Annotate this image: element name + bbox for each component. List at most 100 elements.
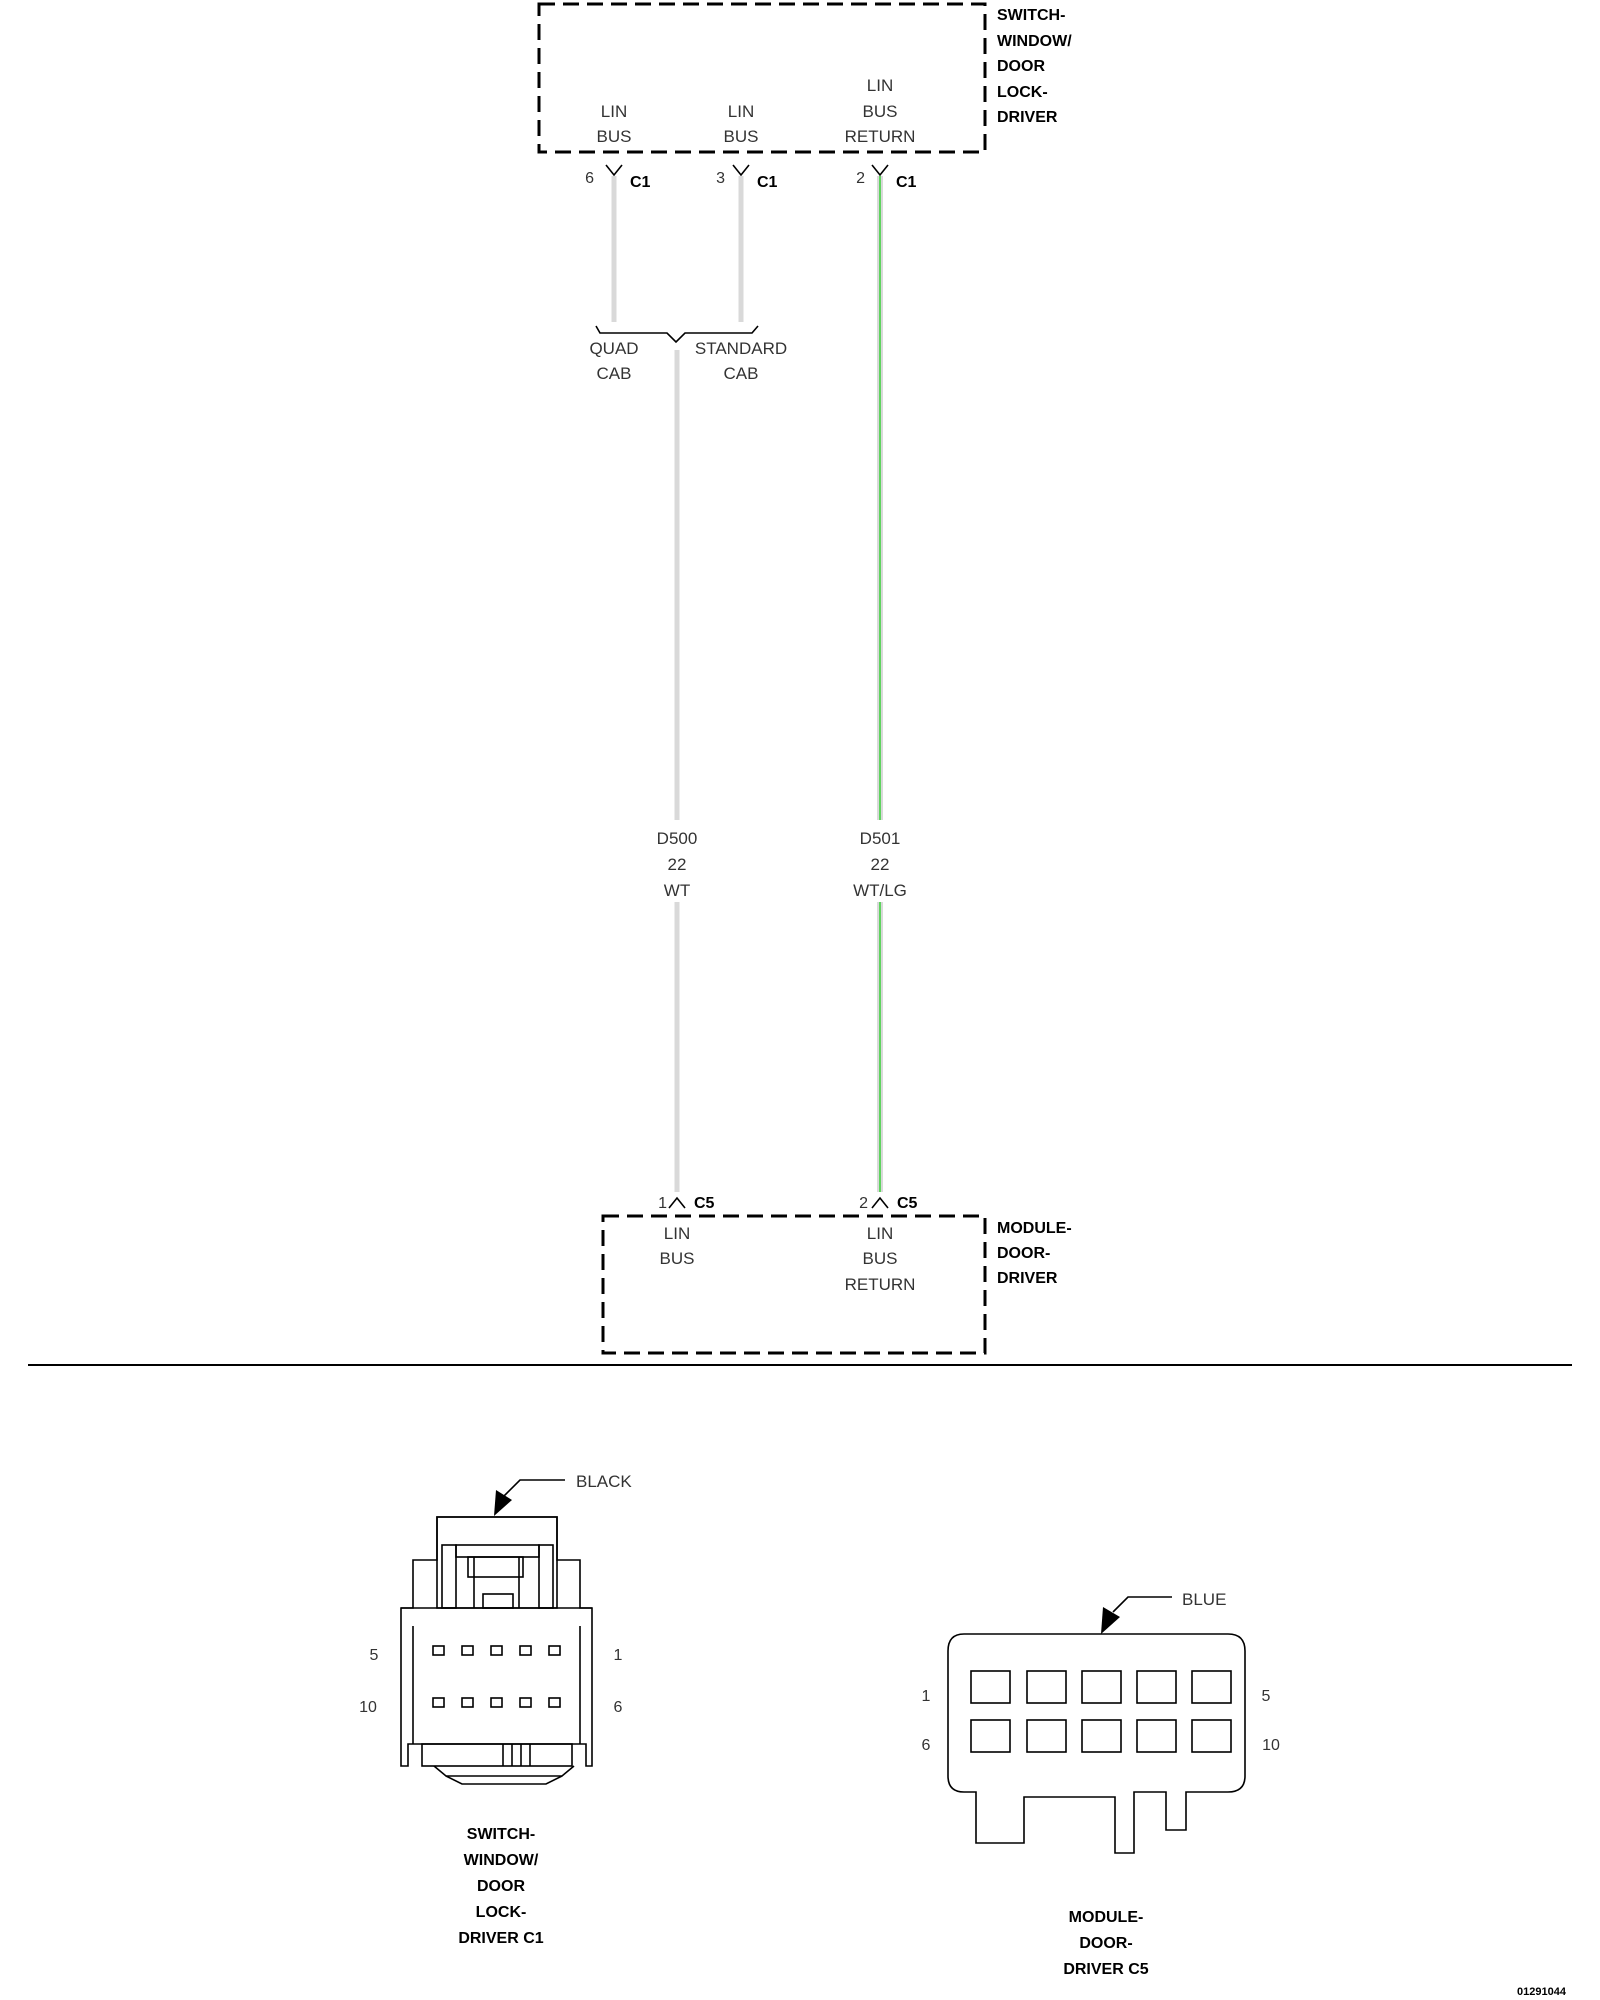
module-component: 1 C5 2 C5 LIN BUS LIN BUS RETURN MODULE-… xyxy=(601,1195,1072,1355)
wire-d500-circuit: D500 xyxy=(657,829,698,848)
module-pin-2-number: 2 xyxy=(859,1195,868,1212)
module-c5-label-top-right: 5 xyxy=(1262,1688,1271,1705)
option-standard-line-2: CAB xyxy=(724,364,759,383)
connector-latch-tab xyxy=(467,1556,524,1578)
switch-c1-pin-8 xyxy=(490,1697,503,1708)
module-pin-1-connector: C5 xyxy=(694,1195,715,1212)
figure-id: 01291044 xyxy=(1517,1986,1567,1998)
switch-c1-title-line-2: WINDOW/ xyxy=(464,1852,539,1869)
color-callout-leader-2 xyxy=(1112,1596,1172,1613)
connector-body-outline-2 xyxy=(947,1633,1246,1854)
color-callout-arrow xyxy=(494,1490,512,1516)
module-name-line-3: DRIVER xyxy=(997,1270,1058,1287)
switch-c1-pin-1 xyxy=(548,1645,561,1656)
module-pin-2-label-line-3: RETURN xyxy=(845,1275,916,1294)
switch-c1-label-bottom-right: 6 xyxy=(614,1699,623,1716)
switch-c1-title-line-5: DRIVER C1 xyxy=(458,1930,543,1947)
connector-color-label-2: BLUE xyxy=(1182,1590,1226,1609)
module-pin-2-connector: C5 xyxy=(897,1195,918,1212)
wire-d500-color: WT xyxy=(664,881,690,900)
switch-pin-3-terminal xyxy=(871,164,889,177)
connector-body-outline xyxy=(400,1516,593,1767)
switch-pin-2-terminal xyxy=(732,164,750,177)
connector-bottom-ridge-inner xyxy=(445,1775,563,1785)
switch-c1-title-line-4: LOCK- xyxy=(476,1904,527,1921)
wire-d501-circuit: D501 xyxy=(860,829,901,848)
switch-c1-pin-2 xyxy=(519,1645,532,1656)
color-callout-arrow-2 xyxy=(1101,1607,1120,1634)
module-c5-pin-5 xyxy=(1191,1670,1232,1704)
module-pin-2-label-line-1: LIN xyxy=(867,1224,893,1243)
connector-bottom-strip xyxy=(421,1743,573,1767)
module-pin-1-label-line-2: BUS xyxy=(660,1249,695,1268)
module-pin-2-terminal xyxy=(871,1196,889,1209)
switch-pin-3-label-line-3: RETURN xyxy=(845,127,916,146)
module-c5-pin-10 xyxy=(1191,1719,1232,1753)
switch-name-line-4: LOCK- xyxy=(997,84,1048,101)
option-standard-line-1: STANDARD xyxy=(695,339,787,358)
switch-name-line-1: SWITCH- xyxy=(997,7,1065,24)
switch-c1-pin-5 xyxy=(432,1645,445,1656)
switch-pin-2-connector: C1 xyxy=(757,174,778,191)
switch-c1-pin-4 xyxy=(461,1645,474,1656)
module-name-line-2: DOOR- xyxy=(997,1245,1050,1262)
option-quad-line-1: QUAD xyxy=(589,339,638,358)
module-pin-2-label-line-2: BUS xyxy=(863,1249,898,1268)
switch-name-line-5: DRIVER xyxy=(997,109,1058,126)
switch-pin-3-connector: C1 xyxy=(896,174,917,191)
module-c5-pin-8 xyxy=(1081,1719,1122,1753)
connector-bottom-ridge xyxy=(433,1765,575,1777)
wire-d501-color: WT/LG xyxy=(853,881,907,900)
switch-pin-2-number: 3 xyxy=(716,170,725,187)
switch-pin-1-label-line-1: LIN xyxy=(601,102,627,121)
switch-c1-pin-6 xyxy=(548,1697,561,1708)
module-c5-pin-4 xyxy=(1136,1670,1177,1704)
module-c5-pin-6 xyxy=(970,1719,1011,1753)
switch-pin-1-number: 6 xyxy=(585,170,594,187)
module-c5-title-line-2: DOOR- xyxy=(1079,1935,1132,1952)
connector-latch-left-post xyxy=(441,1544,457,1609)
switch-pin-3-label-line-1: LIN xyxy=(867,76,893,95)
module-c5-pin-1 xyxy=(970,1670,1011,1704)
color-callout-leader xyxy=(502,1479,565,1498)
switch-c1-title-line-3: DOOR xyxy=(477,1878,525,1895)
connector-color-label: BLACK xyxy=(576,1472,632,1491)
switch-pin-1-label-line-2: BUS xyxy=(597,127,632,146)
switch-component-outline xyxy=(537,2,987,154)
module-pin-1-number: 1 xyxy=(658,1195,667,1212)
module-c5-pin-3 xyxy=(1081,1670,1122,1704)
module-component-outline xyxy=(601,1214,987,1355)
switch-pin-1-terminal xyxy=(605,164,623,177)
switch-name-line-2: WINDOW/ xyxy=(997,33,1072,50)
switch-pin-2-label-line-1: LIN xyxy=(728,102,754,121)
switch-c1-label-top-left: 5 xyxy=(370,1647,379,1664)
switch-component: SWITCH- WINDOW/ DOOR LOCK- DRIVER LIN BU… xyxy=(537,2,1072,191)
connector-latch-right-post xyxy=(538,1544,554,1609)
switch-c1-label-top-right: 1 xyxy=(614,1647,623,1664)
switch-c1-label-bottom-left: 10 xyxy=(359,1699,377,1716)
module-pin-1-label-line-1: LIN xyxy=(664,1224,690,1243)
switch-c1-title-line-1: SWITCH- xyxy=(467,1826,535,1843)
module-c5-title-line-3: DRIVER C5 xyxy=(1063,1961,1148,1978)
module-c5-label-bottom-left: 6 xyxy=(922,1737,931,1754)
module-c5-label-bottom-right: 10 xyxy=(1262,1737,1280,1754)
switch-name-line-3: DOOR xyxy=(997,58,1045,75)
switch-pin-3-number: 2 xyxy=(856,170,865,187)
switch-pin-2-label-line-2: BUS xyxy=(724,127,759,146)
switch-c1-pin-3 xyxy=(490,1645,503,1656)
module-c5-label-top-left: 1 xyxy=(922,1688,931,1705)
module-c5-pin-7 xyxy=(1026,1719,1067,1753)
wires xyxy=(595,176,883,1192)
module-c5-pin-2 xyxy=(1026,1670,1067,1704)
switch-c1-pin-7 xyxy=(519,1697,532,1708)
module-c5-title-line-1: MODULE- xyxy=(1069,1909,1144,1926)
option-bracket xyxy=(595,325,759,344)
connector-latch-key xyxy=(482,1593,514,1609)
connector-view-switch-c1: BLACK 5 1 10 6 xyxy=(359,1472,632,1947)
switch-c1-pin-10 xyxy=(432,1697,445,1708)
wire-d501-gauge: 22 xyxy=(871,855,890,874)
option-quad-line-2: CAB xyxy=(597,364,632,383)
connector-latch-bar xyxy=(455,1544,540,1558)
switch-pin-1-connector: C1 xyxy=(630,174,651,191)
